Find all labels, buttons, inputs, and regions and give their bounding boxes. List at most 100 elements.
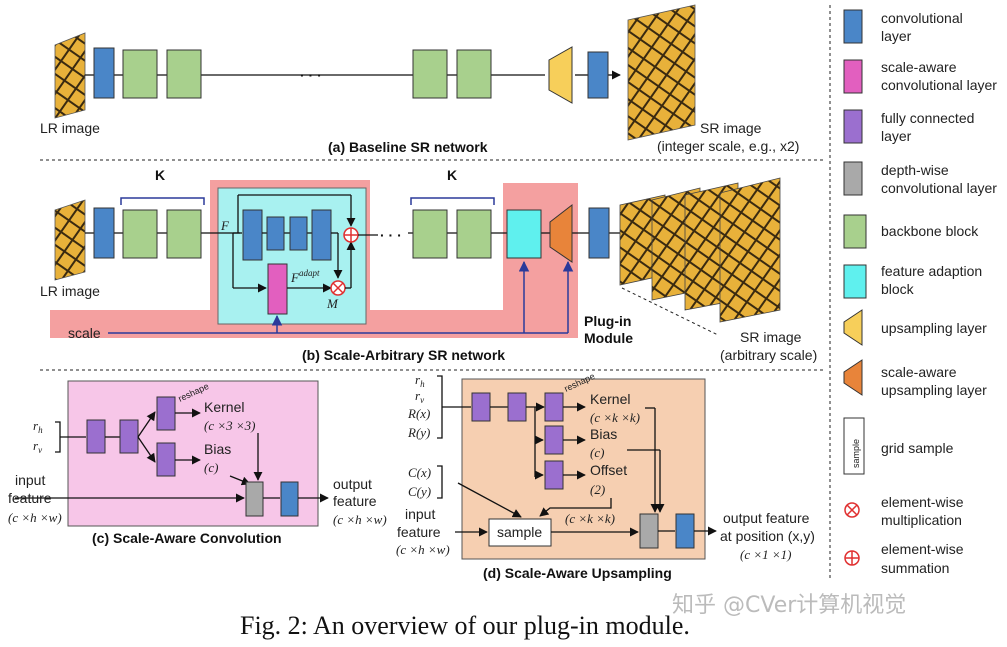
legend-label: convolutional layer [881, 180, 997, 196]
depthwise-conv-layer [245, 481, 264, 517]
conv-layer [266, 216, 285, 251]
legend-label: block [881, 281, 915, 297]
rv-label: rv [415, 388, 424, 405]
legend-label: layer [881, 128, 912, 144]
conv-layer [588, 207, 610, 259]
k-bracket-2 [410, 197, 495, 205]
input-dim: (c ×h ×w) [8, 510, 62, 525]
sr-image-label: SR image [740, 329, 802, 345]
sr-image-label: SR image [700, 120, 762, 136]
output-label: output feature [723, 510, 810, 526]
backbone-block-icon [843, 214, 867, 249]
input-label: feature [8, 490, 52, 506]
scale-aware-conv-layer [267, 263, 288, 315]
legend-label: element-wise [881, 541, 964, 557]
legend-label: upsampling layer [881, 382, 987, 398]
legend-label: convolutional [881, 10, 963, 26]
panel-b-title: (b) Scale-Arbitrary SR network [302, 347, 505, 363]
kernel-dim: (c ×k ×k) [590, 410, 640, 425]
backbone-block [122, 49, 158, 99]
grid-sample-icon-text: sample [851, 439, 861, 468]
backbone-block [122, 209, 158, 259]
fc-layer [544, 460, 564, 490]
legend-label: depth-wise [881, 162, 949, 178]
backbone-block [412, 209, 448, 259]
cx-label: C(x) [408, 465, 431, 480]
legend-label: element-wise [881, 494, 964, 510]
legend-label: upsampling layer [881, 320, 987, 336]
lr-image-label: LR image [40, 120, 100, 136]
conv-layer [289, 216, 308, 251]
kernel-label: Kernel [590, 391, 630, 407]
feature-adaption-block [506, 209, 542, 259]
bias-dim: (c) [590, 445, 604, 460]
sr-image-a [627, 4, 696, 141]
sr-image-b [719, 177, 781, 323]
rx-label: R(x) [407, 406, 430, 421]
panel-c-bg [67, 380, 319, 527]
scale-aware-conv-icon [843, 59, 863, 94]
panel-a-title: (a) Baseline SR network [328, 139, 488, 155]
fc-layer [86, 419, 106, 454]
backbone-block [456, 49, 492, 99]
plugin-label-1: Plug-in [584, 313, 631, 329]
k-label-1: K [155, 167, 165, 183]
sr-image-sub: (arbitrary scale) [720, 347, 817, 363]
input-label: input [405, 506, 435, 522]
legend-label: fully connected [881, 110, 974, 126]
output-label: at position (x,y) [720, 528, 815, 544]
scale-aware-upsampling-icon [843, 359, 863, 396]
fully-connected-icon [843, 109, 863, 144]
feature-adaption-icon [843, 264, 867, 299]
ellipsis: · · · [380, 227, 402, 243]
conv-layer [587, 51, 609, 99]
grid-sample-icon [843, 417, 865, 475]
k-label-2: K [447, 167, 457, 183]
legend-label: layer [881, 28, 912, 44]
upsampling-layer [548, 46, 573, 104]
legend-label: grid sample [881, 440, 954, 456]
fc-layer [544, 392, 564, 422]
k-bracket-1 [120, 197, 205, 205]
panel-a: · · · LR image SR image (integer scale, … [40, 4, 799, 155]
backbone-block [166, 209, 202, 259]
ry-label: R(y) [407, 425, 430, 440]
fc-layer [156, 442, 176, 477]
fc-layer [544, 425, 564, 455]
legend-label: feature adaption [881, 263, 982, 279]
watermark: 知乎 @CVer计算机视觉 [672, 593, 906, 618]
ellipsis: · · · [300, 67, 322, 83]
rv-label: rv [33, 438, 42, 455]
grid-sample-box [488, 518, 552, 547]
fc-layer [471, 392, 491, 422]
output-label: feature [333, 493, 377, 509]
lr-image-a [54, 32, 86, 119]
output-label: output [333, 476, 372, 492]
depth-wise-icon [843, 161, 863, 196]
conv-layer [280, 481, 299, 517]
m-label: M [326, 296, 339, 311]
conv-layer [93, 47, 115, 99]
conv-layer [242, 209, 263, 261]
upsampling-layer-icon [843, 309, 863, 346]
legend-label: scale-aware [881, 59, 957, 75]
panel-b: K F Fadapt M · · · K [40, 167, 817, 363]
legend-label: summation [881, 560, 949, 576]
depthwise-conv-layer [639, 513, 659, 549]
conv-layer [311, 209, 332, 261]
legend-label: backbone block [881, 223, 979, 239]
convolutional-layer-icon [843, 9, 863, 44]
panel-d-title: (d) Scale-Aware Upsampling [483, 565, 672, 581]
feature-adaption-panel [217, 187, 367, 325]
plugin-label-2: Module [584, 330, 633, 346]
sr-image-sub: (integer scale, e.g., x2) [657, 138, 799, 154]
input-dim: (c ×h ×w) [396, 542, 450, 557]
panel-c-title: (c) Scale-Aware Convolution [92, 530, 282, 546]
bias-label: Bias [590, 426, 617, 442]
panel-d: rh rv R(x) R(y) reshape Kernel (c ×k ×k)… [396, 371, 815, 581]
offset-label: Offset [590, 462, 627, 478]
figure-caption: Fig. 2: An overview of our plug-in modul… [240, 611, 690, 640]
offset-dim: (2) [590, 482, 605, 497]
